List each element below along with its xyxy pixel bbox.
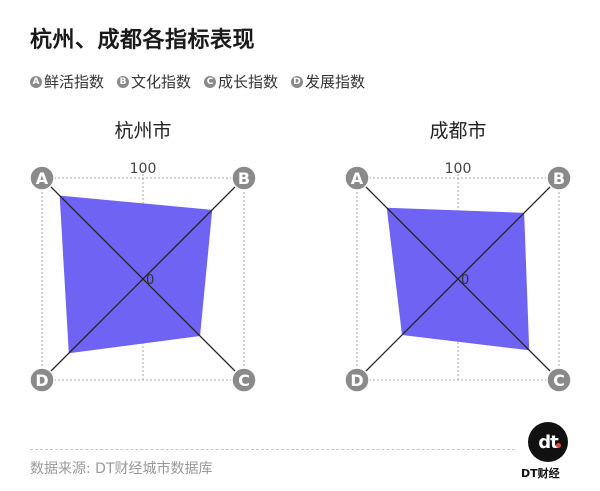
max-label-hangzhou: 100 — [130, 161, 157, 177]
axis-badge-label-b-chengdu: B — [553, 169, 565, 188]
center-label-chengdu: 0 — [461, 273, 469, 288]
axis-badge-label-c-chengdu: C — [553, 371, 565, 390]
legend-item-d: D 发展指数 — [291, 71, 365, 92]
axis-line-bd-hangzhou — [38, 174, 248, 384]
axis-badge-d-hangzhou — [29, 367, 55, 393]
axis-badge-c-chengdu — [546, 367, 572, 393]
legend-label-b: 文化指数 — [131, 73, 192, 91]
legend-label-d: 发展指数 — [305, 73, 366, 91]
max-label-chengdu: 100 — [445, 161, 472, 177]
axis-badge-d-chengdu — [344, 367, 370, 393]
brand-name: DT财经 — [521, 467, 560, 480]
axis-badge-b-chengdu — [546, 165, 572, 191]
legend-item-b: B 文化指数 — [117, 71, 191, 92]
footer-divider — [30, 449, 515, 450]
axis-badge-b-hangzhou — [231, 165, 257, 191]
axis-badge-label-a-hangzhou: A — [36, 169, 49, 188]
legend-label-c: 成长指数 — [218, 73, 279, 91]
chart-title-chengdu: 成都市 — [429, 120, 487, 142]
center-label-hangzhou: 0 — [146, 273, 154, 288]
axis-badge-label-b-hangzhou: B — [238, 169, 250, 188]
axis-badge-label-a-chengdu: A — [351, 169, 364, 188]
legend-badge-b: B — [117, 75, 130, 88]
dt-logo: dt — [528, 422, 568, 462]
axis-badge-label-d-hangzhou: D — [35, 371, 48, 390]
axis-badge-a-chengdu — [344, 165, 370, 191]
legend-badge-d: D — [291, 75, 304, 88]
chart-title-hangzhou: 杭州市 — [114, 120, 172, 142]
legend-badge-c: C — [204, 75, 217, 88]
logo-text: dt — [538, 431, 558, 453]
axis-badge-label-d-chengdu: D — [350, 371, 363, 390]
legend-item-a: A 鲜活指数 — [30, 71, 104, 92]
source-note: 数据来源: DT财经城市数据库 — [30, 461, 213, 477]
legend-badge-a: A — [30, 75, 42, 88]
page-title: 杭州、成都各指标表现 — [30, 28, 256, 53]
axis-badge-c-hangzhou — [231, 367, 257, 393]
legend-label-a: 鲜活指数 — [44, 73, 105, 91]
axis-badge-label-c-hangzhou: C — [238, 371, 250, 390]
axis-line-bd-chengdu — [353, 174, 563, 384]
axis-badge-a-hangzhou — [29, 165, 55, 191]
legend: A 鲜活指数 B 文化指数 C 成长指数 D 发展指数 — [30, 71, 378, 92]
legend-item-c: C 成长指数 — [204, 71, 278, 92]
logo-dot — [556, 443, 561, 448]
